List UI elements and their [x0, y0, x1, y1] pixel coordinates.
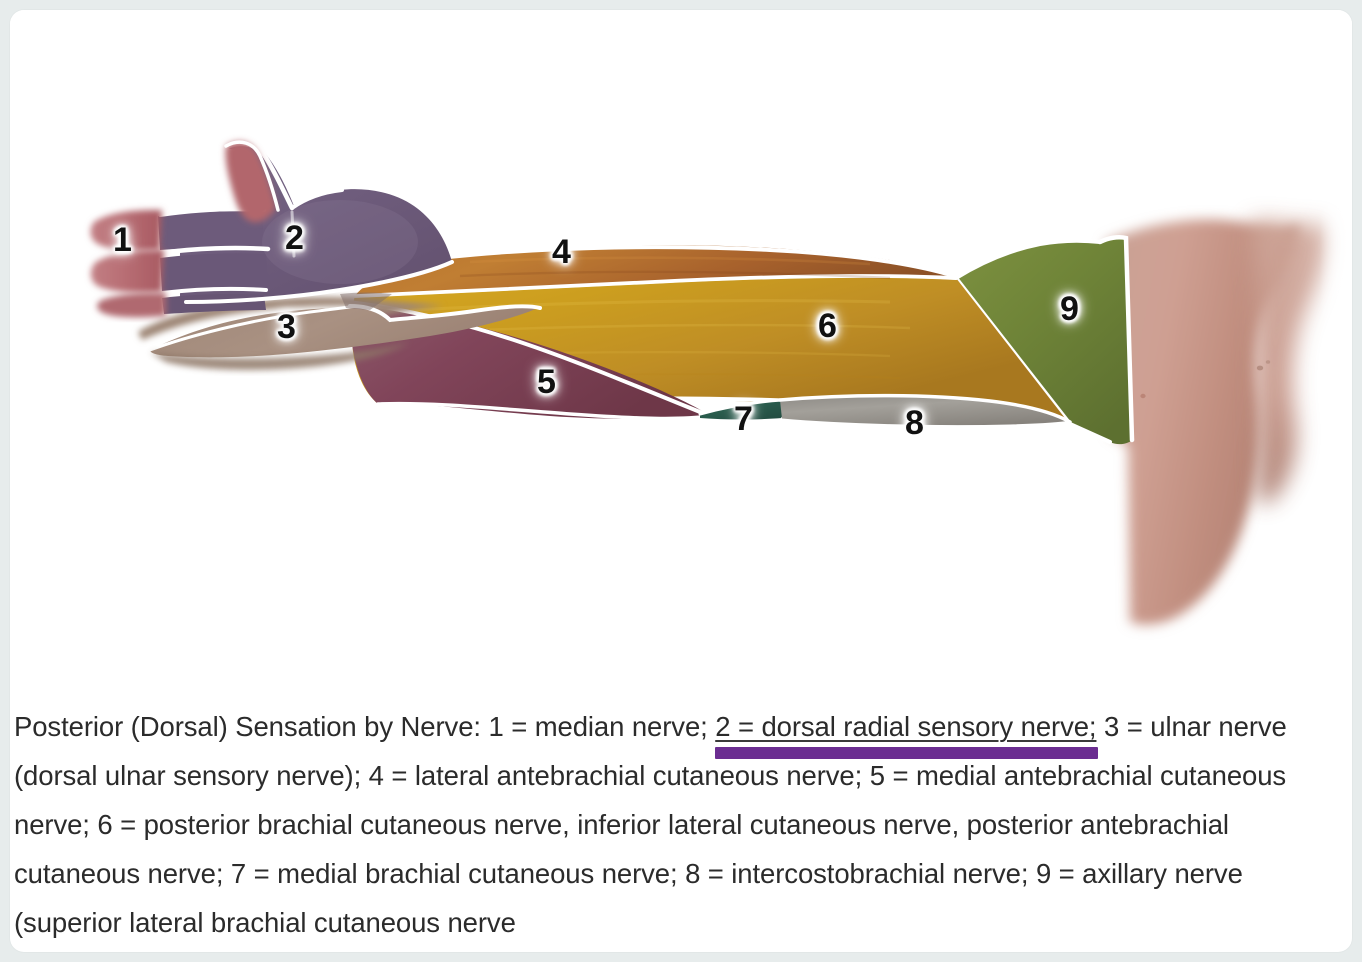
region-1-median-nerve — [90, 140, 280, 318]
caption-part-2: 3 = ulnar nerve (dorsal ulnar sensory ne… — [14, 711, 1287, 938]
content-card: 1 2 3 4 5 6 7 8 9 Posterior (Dorsal) Sen… — [10, 10, 1352, 952]
caption-part-1: Posterior (Dorsal) Sensation by Nerve: 1… — [14, 711, 716, 742]
shoulder-torso-region — [1090, 160, 1352, 692]
region-4-lateral-antebrachial-cutaneous-nerve — [353, 245, 958, 298]
wrist-junction — [340, 292, 392, 310]
caption-highlighted-phrase[interactable]: 2 = dorsal radial sensory nerve; — [715, 711, 1097, 742]
figure-caption: Posterior (Dorsal) Sensation by Nerve: 1… — [14, 702, 1344, 947]
dermatome-illustration — [90, 140, 1352, 692]
forearm-skin-strip — [150, 342, 410, 370]
region-2-dorsal-radial-sensory-nerve — [157, 141, 454, 314]
region-8-intercostobrachial-nerve — [770, 393, 1080, 440]
anatomy-figure: 1 2 3 4 5 6 7 8 9 — [10, 10, 1352, 692]
